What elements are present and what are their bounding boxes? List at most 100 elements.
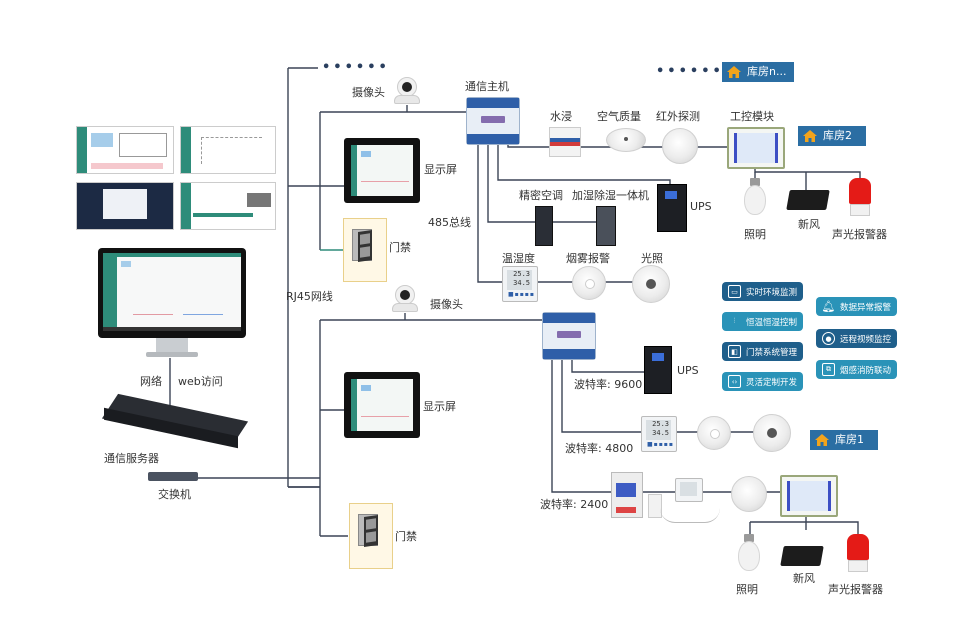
feature-temp-humidity-control: ⫶恒温恒湿控制 (722, 312, 804, 331)
upper-smoke-alarm-icon (572, 266, 606, 300)
monitor-icon: ▭ (728, 285, 741, 298)
upper-ups-label: UPS (690, 200, 712, 213)
thumbnail-dark-dashboard (76, 182, 174, 230)
network-switch (148, 472, 198, 481)
thumbnail-dashboard (76, 126, 174, 174)
pc-monitor (98, 248, 246, 360)
humidity-reading: 34.5 (652, 429, 669, 437)
lower-siren-icon (846, 534, 870, 574)
energy-meter-icon (611, 472, 643, 518)
lower-smoke-alarm-icon (697, 416, 731, 450)
temp-reading: 25.3 (513, 270, 530, 278)
host-ups-bus (497, 142, 671, 188)
lower-lighting-icon (738, 534, 760, 574)
lower-camera-label: 摄像头 (430, 298, 463, 311)
air-quality-label: 空气质量 (597, 110, 641, 123)
room-n-ellipsis: •••••• (656, 64, 724, 79)
web-access-label: web访问 (178, 375, 223, 388)
humidifier-icon (596, 206, 616, 246)
upper-fresh-air-label: 新风 (798, 218, 820, 231)
env-4800-line (561, 354, 645, 433)
link-icon: ⧉ (822, 363, 835, 376)
upper-display-screen (344, 138, 420, 203)
upper-camera-icon (394, 77, 420, 105)
house-icon (814, 433, 830, 447)
lower-display-label: 显示屏 (423, 400, 456, 413)
io-module-label: 工控模块 (730, 110, 774, 123)
feature-realtime-monitoring: ▭实时环境监测 (722, 282, 804, 301)
room-2-badge[interactable]: 库房2 (798, 126, 866, 146)
upper-io-control-module (727, 127, 785, 169)
house-icon (726, 65, 742, 79)
room-1-badge[interactable]: 库房1 (810, 430, 878, 450)
lower-door-access (349, 503, 393, 569)
meter-2400-line (551, 354, 780, 493)
feature-smoke-fire-linkage: ⧉烟感消防联动 (816, 360, 898, 379)
rj45-label: RJ45网线 (286, 290, 333, 303)
light-sensor-label: 光照 (641, 252, 663, 265)
upper-ups-icon (657, 184, 687, 232)
room-n-badge[interactable]: 库房n... (722, 62, 795, 82)
communication-server (100, 393, 250, 450)
switch-label: 交换机 (158, 488, 191, 501)
lower-fresh-air-icon (780, 546, 824, 566)
water-leak-sensor-icon (549, 127, 581, 157)
webcam-icon: ● (822, 332, 835, 345)
host-label: 通信主机 (465, 80, 509, 93)
upper-door-label: 门禁 (389, 241, 411, 254)
lower-door-label: 门禁 (395, 530, 417, 543)
house-icon (802, 129, 818, 143)
lower-io-control-module (780, 475, 838, 517)
baud-9600-label: 波特率: 9600 (574, 378, 643, 391)
room-1-label: 库房1 (835, 433, 864, 446)
upper-lighting-icon (744, 178, 766, 218)
wired-temp-sensor (675, 478, 703, 502)
smoke-alarm-label: 烟雾报警 (566, 252, 610, 265)
precision-ac-label: 精密空调 (519, 189, 563, 202)
lower-comm-host (542, 312, 596, 360)
baud-2400-label: 波特率: 2400 (540, 498, 609, 511)
lower-display-screen (344, 372, 420, 438)
upper-comm-host (466, 97, 520, 145)
host-hvac-bus (487, 142, 615, 223)
upper-siren-label: 声光报警器 (832, 228, 887, 241)
room-2-label: 库房2 (823, 129, 852, 142)
bell-icon: 🔔︎ (821, 300, 836, 313)
upper-ellipsis: •••••• (322, 60, 390, 75)
infrared-label: 红外探测 (656, 110, 700, 123)
lower-ups-label: UPS (677, 364, 699, 377)
feature-remote-video: ●远程视频监控 (816, 329, 898, 348)
lower-infrared-detector-icon (731, 476, 767, 512)
infrared-detector-icon (662, 128, 698, 164)
lower-light-sensor-icon (753, 414, 791, 452)
access-card-icon: ◧ (728, 345, 741, 358)
upper-camera-label: 摄像头 (352, 86, 385, 99)
thumbnail-video (180, 182, 276, 230)
lower-ups-icon (644, 346, 672, 394)
upper-light-sensor-icon (632, 265, 670, 303)
lower-lighting-label: 照明 (736, 583, 758, 596)
air-quality-sensor-icon (606, 128, 646, 152)
humidity-reading: 34.5 (513, 279, 530, 287)
feature-access-management: ◧门禁系统管理 (722, 342, 804, 361)
ups-9600-line (571, 354, 645, 373)
water-leak-label: 水浸 (550, 110, 572, 123)
upper-lighting-label: 照明 (744, 228, 766, 241)
upper-door-access (343, 218, 387, 282)
code-icon: ‹› (728, 375, 741, 388)
server-label: 通信服务器 (104, 452, 159, 465)
lower-camera-icon (392, 285, 418, 313)
room-n-label: 库房n... (747, 65, 787, 78)
temp-humidity-label: 温湿度 (502, 252, 535, 265)
precision-ac-icon (535, 206, 553, 246)
network-label: 网络 (140, 375, 162, 388)
baud-4800-label: 波特率: 4800 (565, 442, 634, 455)
probe-cable-icon (660, 508, 720, 523)
upper-display-label: 显示屏 (424, 163, 457, 176)
bus-485-label: 485总线 (428, 216, 471, 229)
sliders-icon: ⫶ (733, 317, 736, 325)
feature-data-alarm: 🔔︎数据异常报警 (816, 297, 898, 316)
